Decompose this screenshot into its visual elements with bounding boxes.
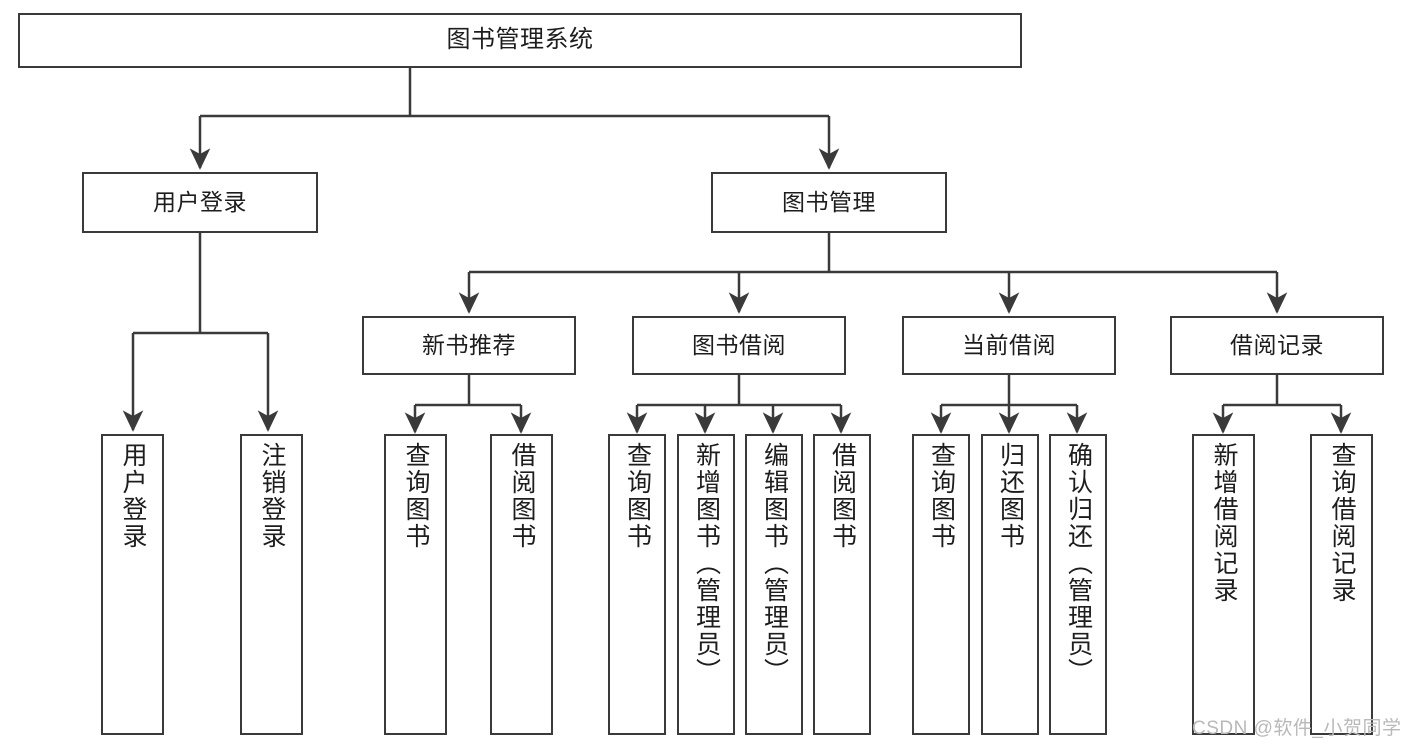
node-leaf-add-book-label: 新增图书（管理员） <box>692 442 721 685</box>
csdn-watermark: CSDN @软件_小贺同学 <box>1192 718 1402 739</box>
node-user-login-label: 用户登录 <box>153 188 247 215</box>
node-leaf-confirm-return[interactable]: 确认归还（管理员） <box>1049 434 1107 735</box>
node-book-borrow-label: 图书借阅 <box>692 331 786 358</box>
node-new-book-rec[interactable]: 新书推荐 <box>362 316 576 375</box>
node-leaf-query-book-b-label: 查询图书 <box>623 442 652 550</box>
node-root-label: 图书管理系统 <box>446 26 594 54</box>
node-leaf-logout[interactable]: 注销登录 <box>240 434 303 735</box>
node-leaf-borrow-book-b[interactable]: 借阅图书 <box>813 434 871 735</box>
node-user-login[interactable]: 用户登录 <box>82 172 318 233</box>
node-leaf-return-book[interactable]: 归还图书 <box>981 434 1039 735</box>
node-leaf-borrow-book-a[interactable]: 借阅图书 <box>490 434 553 735</box>
node-leaf-query-book-a[interactable]: 查询图书 <box>384 434 447 735</box>
node-leaf-borrow-book-a-label: 借阅图书 <box>508 442 536 550</box>
node-leaf-query-record-label: 查询借阅记录 <box>1328 442 1356 604</box>
node-leaf-return-book-label: 归还图书 <box>996 442 1025 550</box>
node-borrow-record-label: 借阅记录 <box>1230 331 1324 358</box>
node-leaf-add-book[interactable]: 新增图书（管理员） <box>677 434 735 735</box>
node-leaf-confirm-return-label: 确认归还（管理员） <box>1064 442 1093 685</box>
node-leaf-query-book-b[interactable]: 查询图书 <box>608 434 666 735</box>
node-leaf-user-login[interactable]: 用户登录 <box>101 434 164 735</box>
node-leaf-user-login-label: 用户登录 <box>119 442 147 550</box>
node-leaf-edit-book[interactable]: 编辑图书（管理员） <box>745 434 803 735</box>
node-root[interactable]: 图书管理系统 <box>18 13 1022 68</box>
node-leaf-add-record[interactable]: 新增借阅记录 <box>1192 434 1255 735</box>
node-leaf-query-record[interactable]: 查询借阅记录 <box>1310 434 1373 735</box>
node-current-borrow-label: 当前借阅 <box>962 331 1056 358</box>
node-book-manage-label: 图书管理 <box>782 188 876 215</box>
node-leaf-borrow-book-b-label: 借阅图书 <box>828 442 857 550</box>
node-book-manage[interactable]: 图书管理 <box>711 172 947 233</box>
node-current-borrow[interactable]: 当前借阅 <box>902 316 1116 375</box>
node-leaf-query-book-c-label: 查询图书 <box>927 442 956 550</box>
node-borrow-record[interactable]: 借阅记录 <box>1170 316 1384 375</box>
node-leaf-query-book-a-label: 查询图书 <box>402 442 430 550</box>
node-new-book-rec-label: 新书推荐 <box>422 331 516 358</box>
node-leaf-edit-book-label: 编辑图书（管理员） <box>760 442 789 685</box>
node-leaf-logout-label: 注销登录 <box>258 442 286 550</box>
node-book-borrow[interactable]: 图书借阅 <box>632 316 846 375</box>
node-leaf-add-record-label: 新增借阅记录 <box>1210 442 1238 604</box>
node-leaf-query-book-c[interactable]: 查询图书 <box>912 434 970 735</box>
